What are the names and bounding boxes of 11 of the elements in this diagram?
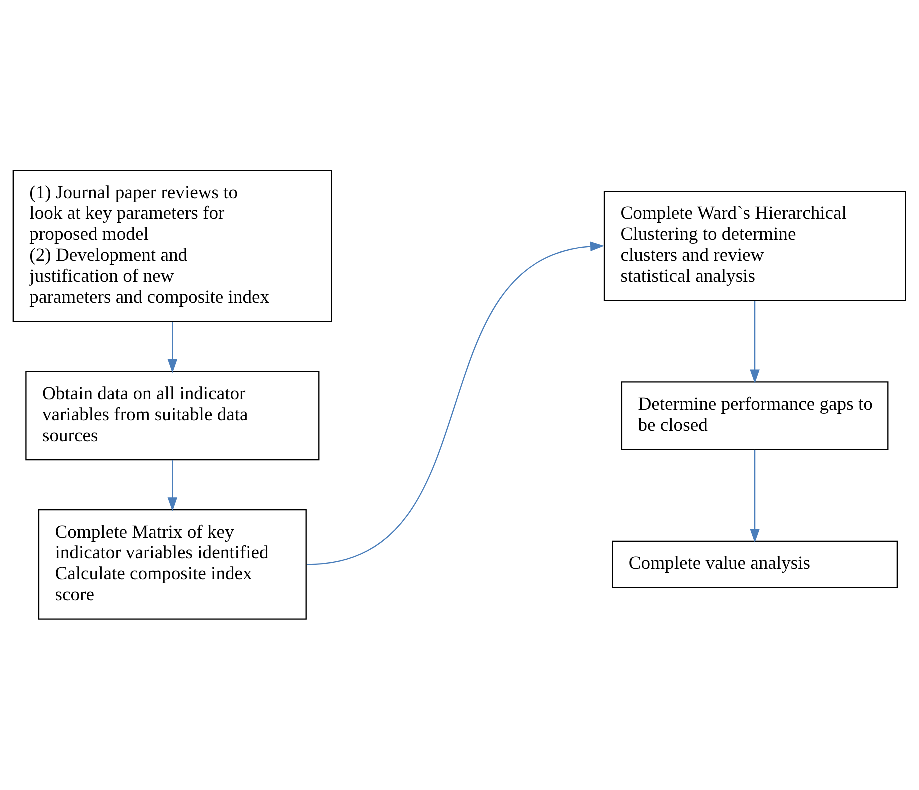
node-box: Complete Matrix of key indicator variables identified Calculate composite index score	[38, 510, 307, 620]
node-box: Determine performance gaps to be closed	[621, 382, 889, 450]
arrow	[307, 242, 605, 566]
arrow	[750, 301, 760, 384]
arrow	[168, 460, 178, 512]
node-box: (1) Journal paper reviews to look at key parameters for proposed model (2) Development and justification of new parameters and composite index	[12, 170, 332, 322]
arrow	[750, 450, 760, 543]
node-box: Complete Ward`s Hierarchical Clustering to determine clusters and review statistical analysis	[604, 191, 906, 302]
node-box: Obtain data on all indicator variables from suitable data sources	[26, 371, 320, 461]
node-box: Complete value analysis	[612, 540, 898, 589]
arrow	[168, 322, 178, 374]
